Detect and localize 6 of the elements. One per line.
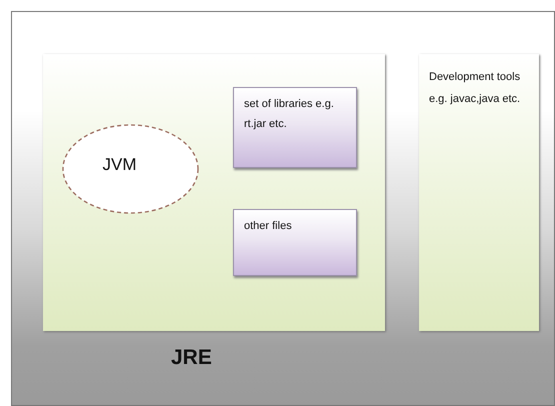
tools-panel: Development tools e.g. javac,java etc. (419, 54, 539, 331)
component-box: other files (233, 209, 357, 276)
outer-panel (11, 11, 555, 406)
group-title: JRE (171, 346, 212, 370)
dashed-ellipse: JVM (62, 124, 199, 214)
component-box: set of libraries e.g. rt.jar etc. (233, 87, 357, 168)
